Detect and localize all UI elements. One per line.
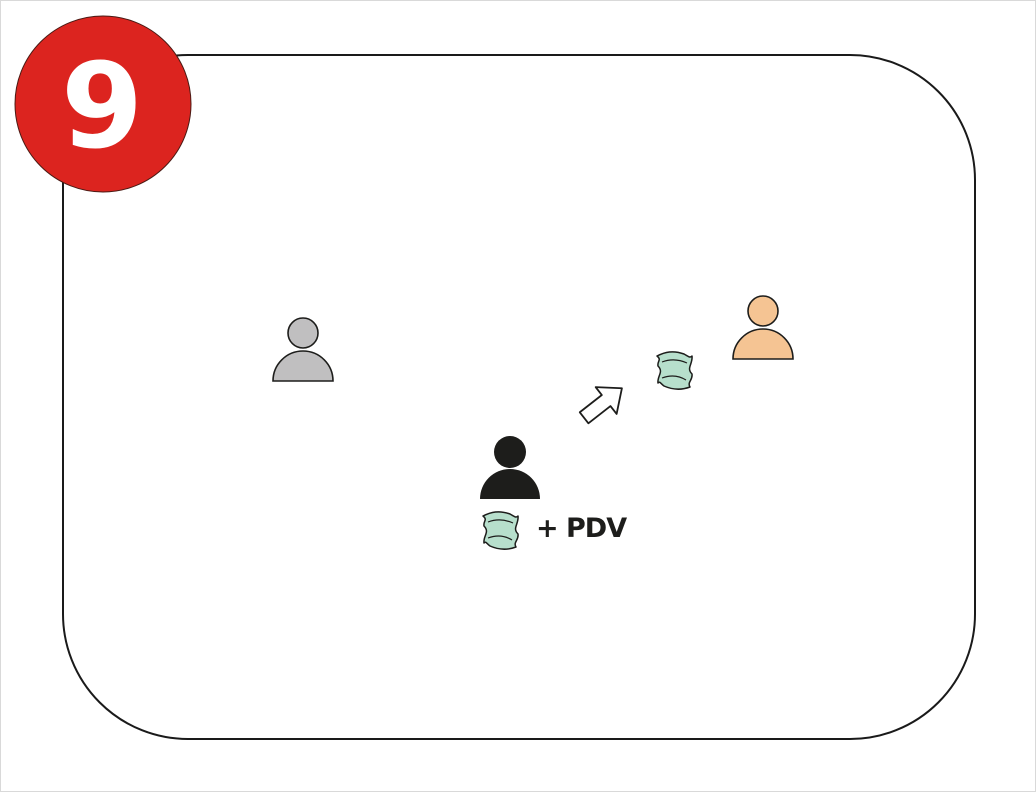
step-badge: 9 bbox=[14, 15, 192, 193]
step-number: 9 bbox=[61, 37, 143, 175]
person-orange-icon bbox=[732, 295, 794, 360]
rounded-panel bbox=[62, 54, 976, 740]
person-black-icon bbox=[480, 436, 540, 499]
arrow-up-right-icon bbox=[578, 386, 623, 425]
banknote-icon-payment bbox=[482, 511, 519, 550]
person-gray-icon bbox=[272, 317, 334, 382]
payment-label: + PDV bbox=[536, 513, 627, 544]
banknote-icon bbox=[656, 351, 693, 390]
step-badge-circle bbox=[14, 15, 192, 193]
